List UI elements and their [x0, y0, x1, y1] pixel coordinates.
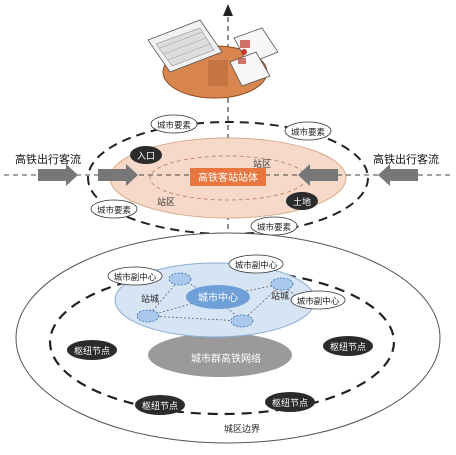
district-boundary-label: 城区边界: [224, 424, 260, 435]
city-subcenter-pills: 城市副中心 城市副中心 城市副中心: [107, 254, 346, 310]
station-city-label-1: 站城: [141, 293, 159, 305]
city-center-ellipse: [186, 285, 250, 309]
entrance-label: 入口: [137, 151, 155, 162]
city-element-label-3: 城市要素: [97, 205, 132, 216]
flow-arrow-right-inner-icon: [298, 164, 338, 186]
hub-node-label-4: 枢纽节点: [272, 397, 308, 409]
city-element-label-4: 城市要素: [257, 222, 292, 233]
flow-label-right: 高铁出行客流: [373, 152, 439, 166]
network-label: 城市群高铁网络: [191, 352, 261, 365]
station-node-2: [270, 277, 294, 291]
station-building-illustration: [147, 19, 279, 99]
station-city-label-2: 站城: [271, 290, 289, 302]
hub-node-label-2: 枢纽节点: [330, 341, 366, 353]
city-element-pills: 城市要素 城市要素 城市要素 城市要素: [90, 114, 332, 236]
city-element-label-1: 城市要素: [157, 120, 192, 131]
land-label: 土地: [293, 196, 311, 208]
station-node-1: [168, 272, 192, 286]
axis-arrow-icon: [223, 4, 233, 16]
flow-arrow-left-inner-icon: [98, 164, 138, 186]
station-node-4: [230, 314, 254, 328]
flow-label-left: 高铁出行客流: [15, 152, 81, 166]
station-core-label: 高铁客站站体: [198, 171, 258, 184]
station-area-label-1: 站区: [253, 158, 271, 170]
hub-node-label-3: 枢纽节点: [142, 400, 178, 412]
city-center-label: 城市中心: [198, 291, 238, 304]
city-element-label-2: 城市要素: [291, 127, 326, 138]
network-disc: [148, 333, 292, 377]
flow-arrow-left-outer-icon: [38, 164, 78, 186]
hub-node-pills: 枢纽节点 枢纽节点 枢纽节点 枢纽节点: [67, 336, 373, 415]
city-subcenter-label-3: 城市副中心: [297, 296, 340, 307]
city-subcenter-label-1: 城市副中心: [114, 272, 157, 283]
land-pill: [286, 192, 318, 210]
hub-node-label-1: 枢纽节点: [74, 345, 110, 357]
station-core-box: [190, 168, 266, 186]
entrance-pill: [130, 146, 162, 164]
city-subcenter-label-2: 城市副中心: [235, 260, 278, 271]
station-node-3: [136, 309, 160, 323]
city-element-ring: [87, 121, 369, 235]
flow-arrow-right-outer-icon: [378, 164, 418, 186]
station-area-label-2: 站区: [157, 196, 175, 208]
